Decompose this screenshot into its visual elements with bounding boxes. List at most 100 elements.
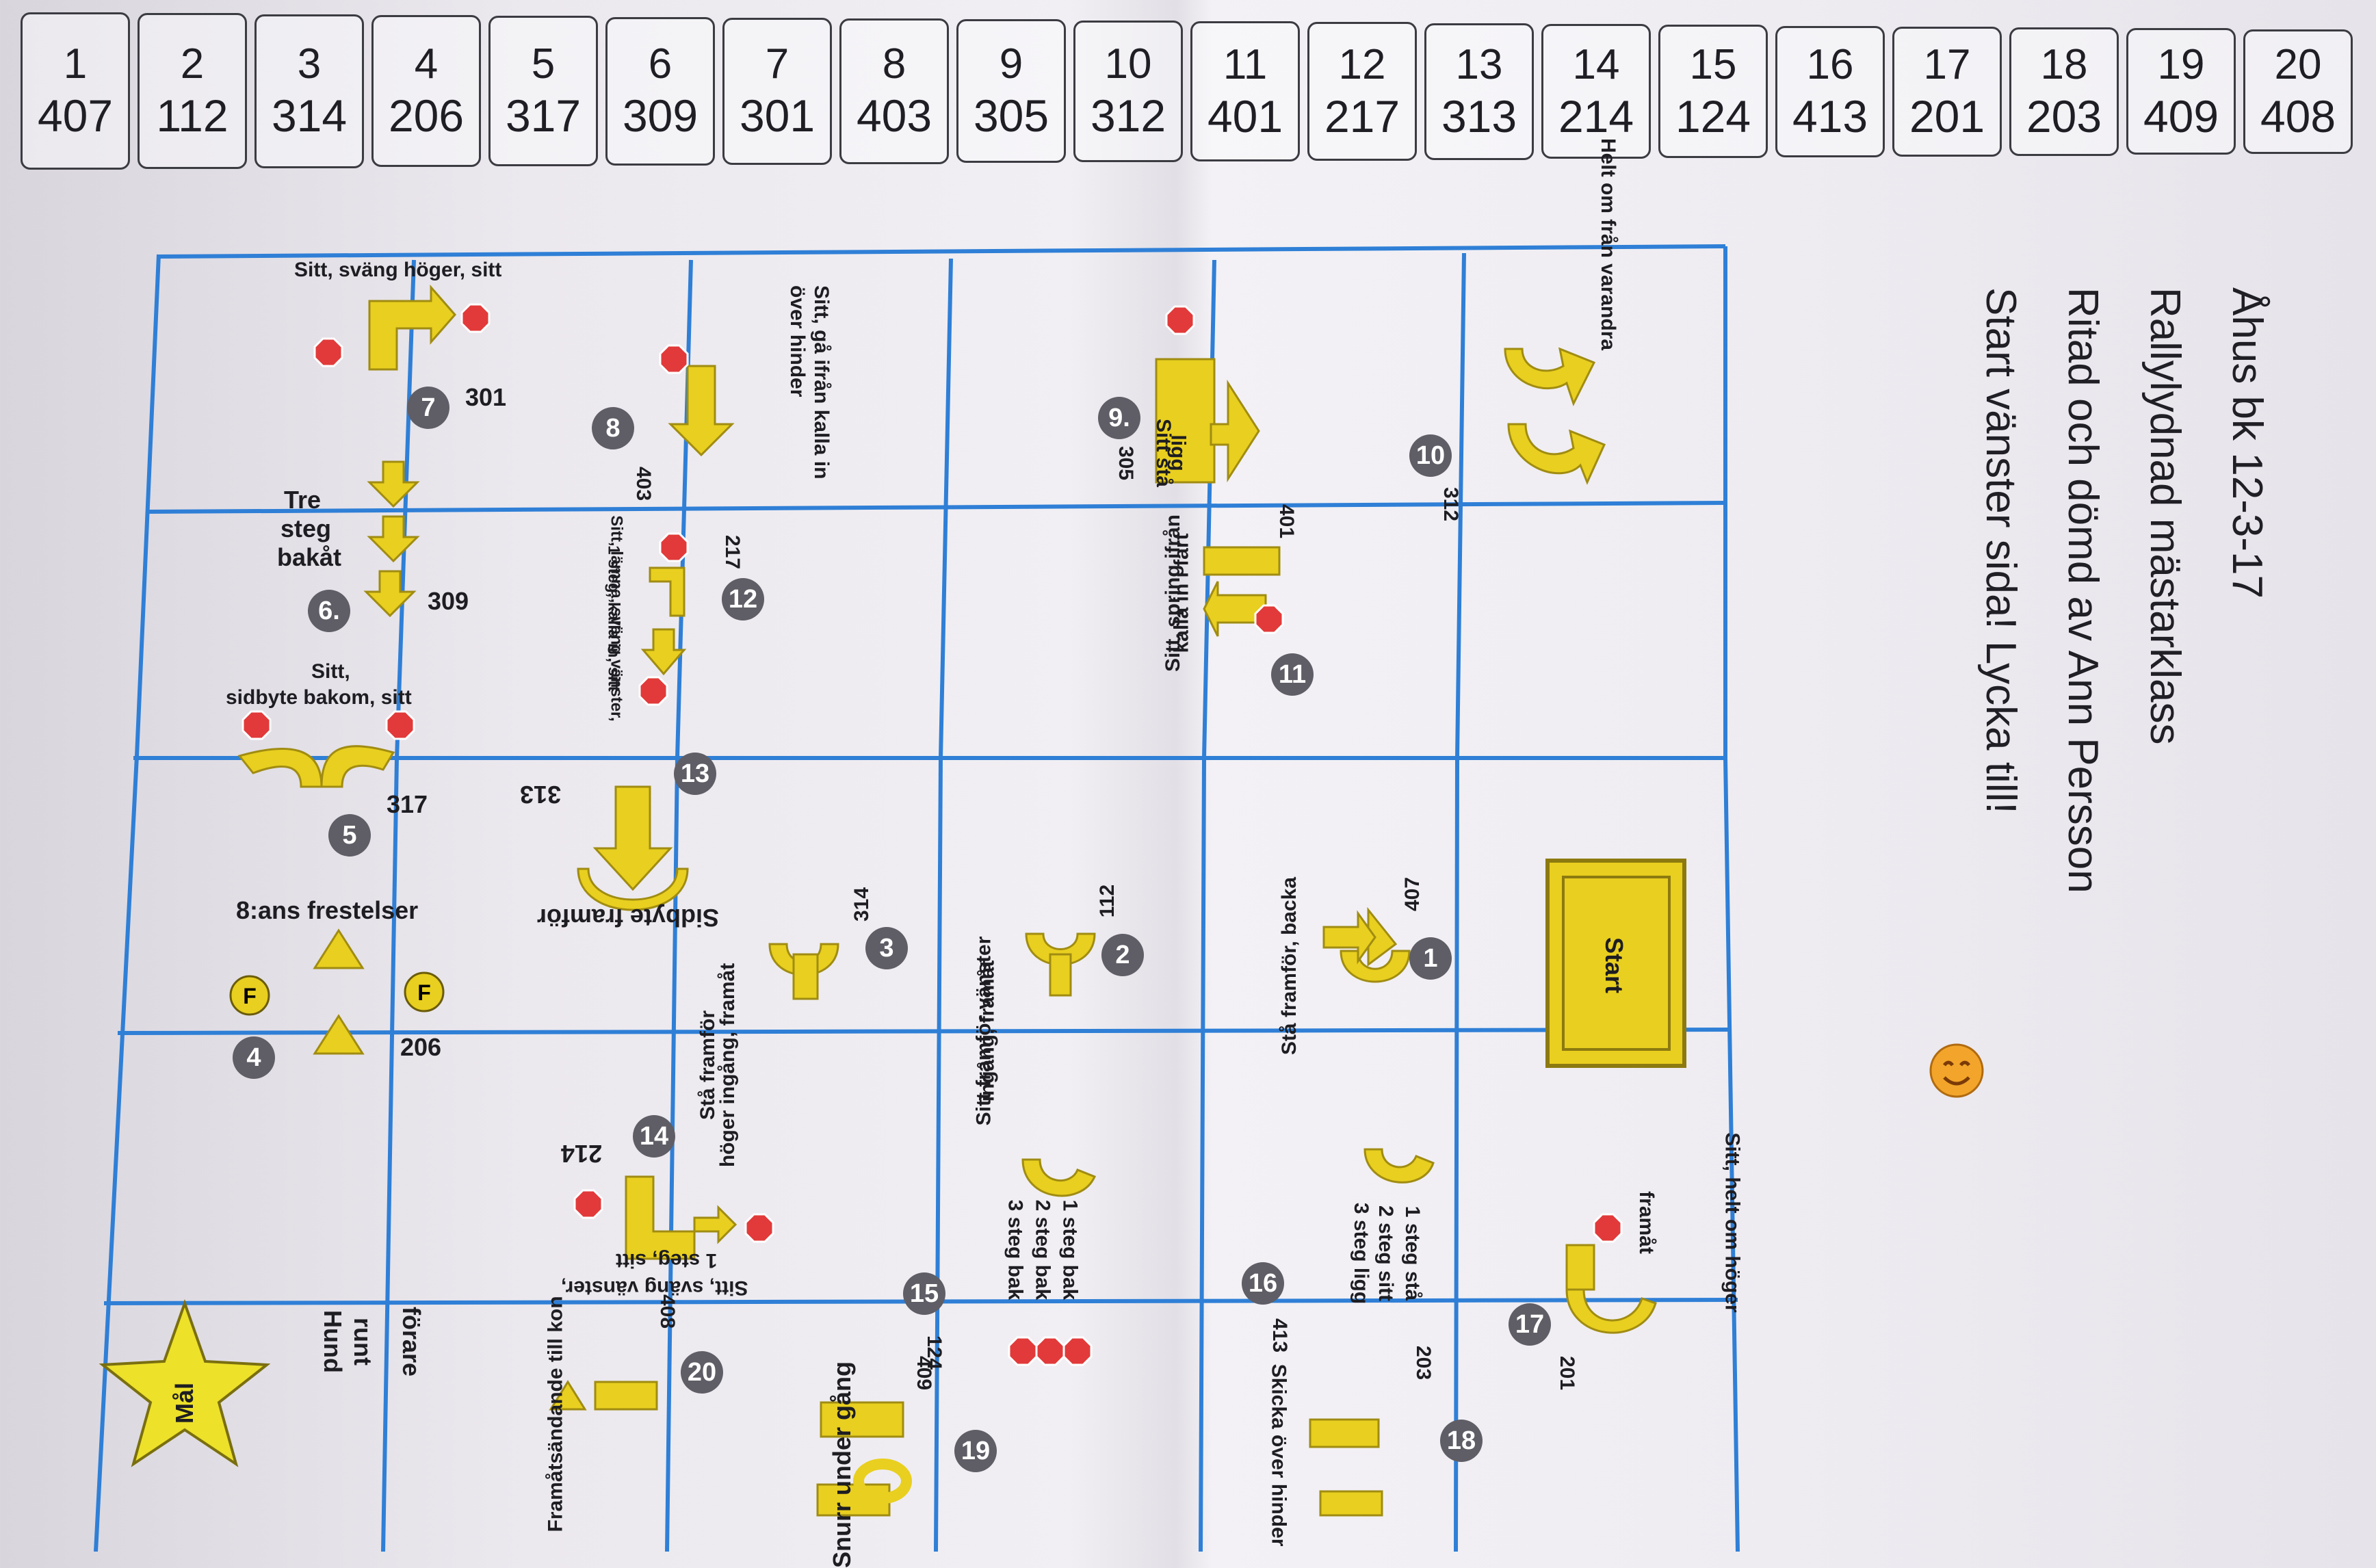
station-14-code: 214 — [561, 1140, 603, 1168]
header-station-code: 301 — [739, 90, 815, 142]
svg-text:F: F — [417, 980, 431, 1005]
arrow-icon — [1504, 347, 1596, 406]
station-6-number: 6. — [308, 590, 350, 632]
station-6-text3: bakåt — [277, 543, 342, 571]
station-16-line2: 2 steg sitt — [1374, 1205, 1398, 1302]
grid-line-h4 — [117, 1028, 1732, 1035]
header-station-code: 314 — [271, 90, 348, 142]
station-2-number: 2 — [1101, 934, 1144, 976]
header-station-number: 7 — [765, 40, 789, 88]
header-station-code: 305 — [973, 90, 1049, 142]
station-16-line1: 1 steg stå — [1401, 1205, 1424, 1301]
arrow-icon — [367, 460, 420, 508]
station-7-number: 7 — [407, 387, 449, 429]
station-5-code: 317 — [387, 790, 428, 818]
course-signs — [237, 285, 1657, 1517]
arrow-icon — [640, 628, 687, 676]
header-station-code: 203 — [2026, 90, 2102, 142]
header-station-code: 312 — [1090, 90, 1166, 142]
title-judge: Ritad och dömd av Ann Persson — [2059, 287, 2106, 893]
goal-star-icon — [99, 1298, 271, 1467]
header-station-code: 214 — [1558, 90, 1634, 142]
grid-line-v6 — [1454, 252, 1466, 1552]
arrow-icon — [1025, 932, 1096, 966]
arrow-icon — [1203, 581, 1267, 637]
station-16-line3: 3 steg ligg — [1350, 1202, 1373, 1305]
arrow-icon — [320, 745, 395, 788]
station-8-text2: över hinder — [786, 285, 809, 397]
station-4-code: 206 — [400, 1033, 442, 1061]
station-5-text1: Sitt, — [311, 660, 350, 683]
grid-line-v1 — [94, 254, 161, 1552]
title-club-date: Åhus bk 12-3-17 — [2223, 287, 2271, 599]
spin-icon — [853, 1459, 912, 1504]
arrow-icon — [1363, 1148, 1435, 1184]
station-2-code: 112 — [1096, 884, 1119, 918]
start-box — [1545, 859, 1686, 1068]
station-19-text: Snurr under gång — [828, 1361, 857, 1568]
station-20-code: 408 — [656, 1294, 679, 1329]
header-station-code: 206 — [388, 90, 465, 142]
header-station-code: 413 — [1792, 90, 1868, 142]
header-station-number: 17 — [1923, 40, 1971, 88]
arrow-icon — [368, 285, 456, 371]
arrow-icon — [820, 1401, 904, 1438]
station-18-number: 18 — [1440, 1420, 1483, 1462]
header-station-number: 12 — [1338, 40, 1386, 88]
header-station-number: 5 — [531, 40, 556, 88]
arrow-icon — [1309, 1418, 1380, 1448]
title-start-note: Start vänster sida! Lycka till! — [1977, 287, 2024, 814]
station-20-text1: Hund — [318, 1310, 347, 1373]
f-marker-icon — [404, 971, 445, 1012]
station-3-text2: höger ingång, framåt — [716, 963, 740, 1168]
arrow-icon — [1322, 910, 1376, 965]
station-9-code: 305 — [1114, 445, 1138, 481]
station-17-text1: Sitt, helt om höger — [1721, 1132, 1744, 1313]
title-class: Rallylydnad mästarklass — [2141, 287, 2189, 745]
station-1-number: 1 — [1409, 937, 1452, 980]
arrow-icon — [577, 867, 689, 911]
station-13-number: 13 — [674, 753, 716, 795]
header-station-code: 401 — [1207, 90, 1283, 142]
station-5-text2: sidbyte bakom, sitt — [226, 686, 412, 709]
station-17-text2: framåt — [1634, 1191, 1658, 1254]
header-station-number: 16 — [1806, 40, 1854, 88]
station-6-text1: Tre — [284, 486, 322, 514]
station-16-number: 16 — [1242, 1262, 1284, 1305]
header-station-number: 14 — [1572, 40, 1620, 88]
station-13-code: 313 — [520, 781, 562, 809]
header-station-number: 8 — [882, 40, 906, 88]
station-11-code: 401 — [1275, 504, 1298, 539]
header-station-number: 18 — [2040, 40, 2088, 88]
arrow-icon — [1565, 1244, 1595, 1291]
header-station-code: 409 — [2143, 90, 2219, 142]
station-20-text2: runt — [348, 1318, 377, 1366]
goal-label: Mål — [170, 1382, 199, 1424]
station-13-text: Sidbyte framför — [537, 904, 720, 932]
header-station-code: 407 — [37, 90, 114, 141]
header-station-code: 408 — [2260, 90, 2336, 142]
cone-icon — [313, 928, 365, 969]
arrow-icon — [1507, 423, 1606, 485]
station-1-code: 407 — [1401, 876, 1424, 912]
cone-icon — [549, 1380, 587, 1411]
arrow-icon — [649, 566, 686, 617]
station-15-line2: 2 steg bak — [1031, 1199, 1054, 1301]
station-20-text3: förare — [397, 1306, 426, 1377]
station-6-code: 309 — [428, 587, 469, 615]
station-11-number: 11 — [1271, 653, 1314, 696]
station-15-number: 15 — [903, 1272, 945, 1315]
